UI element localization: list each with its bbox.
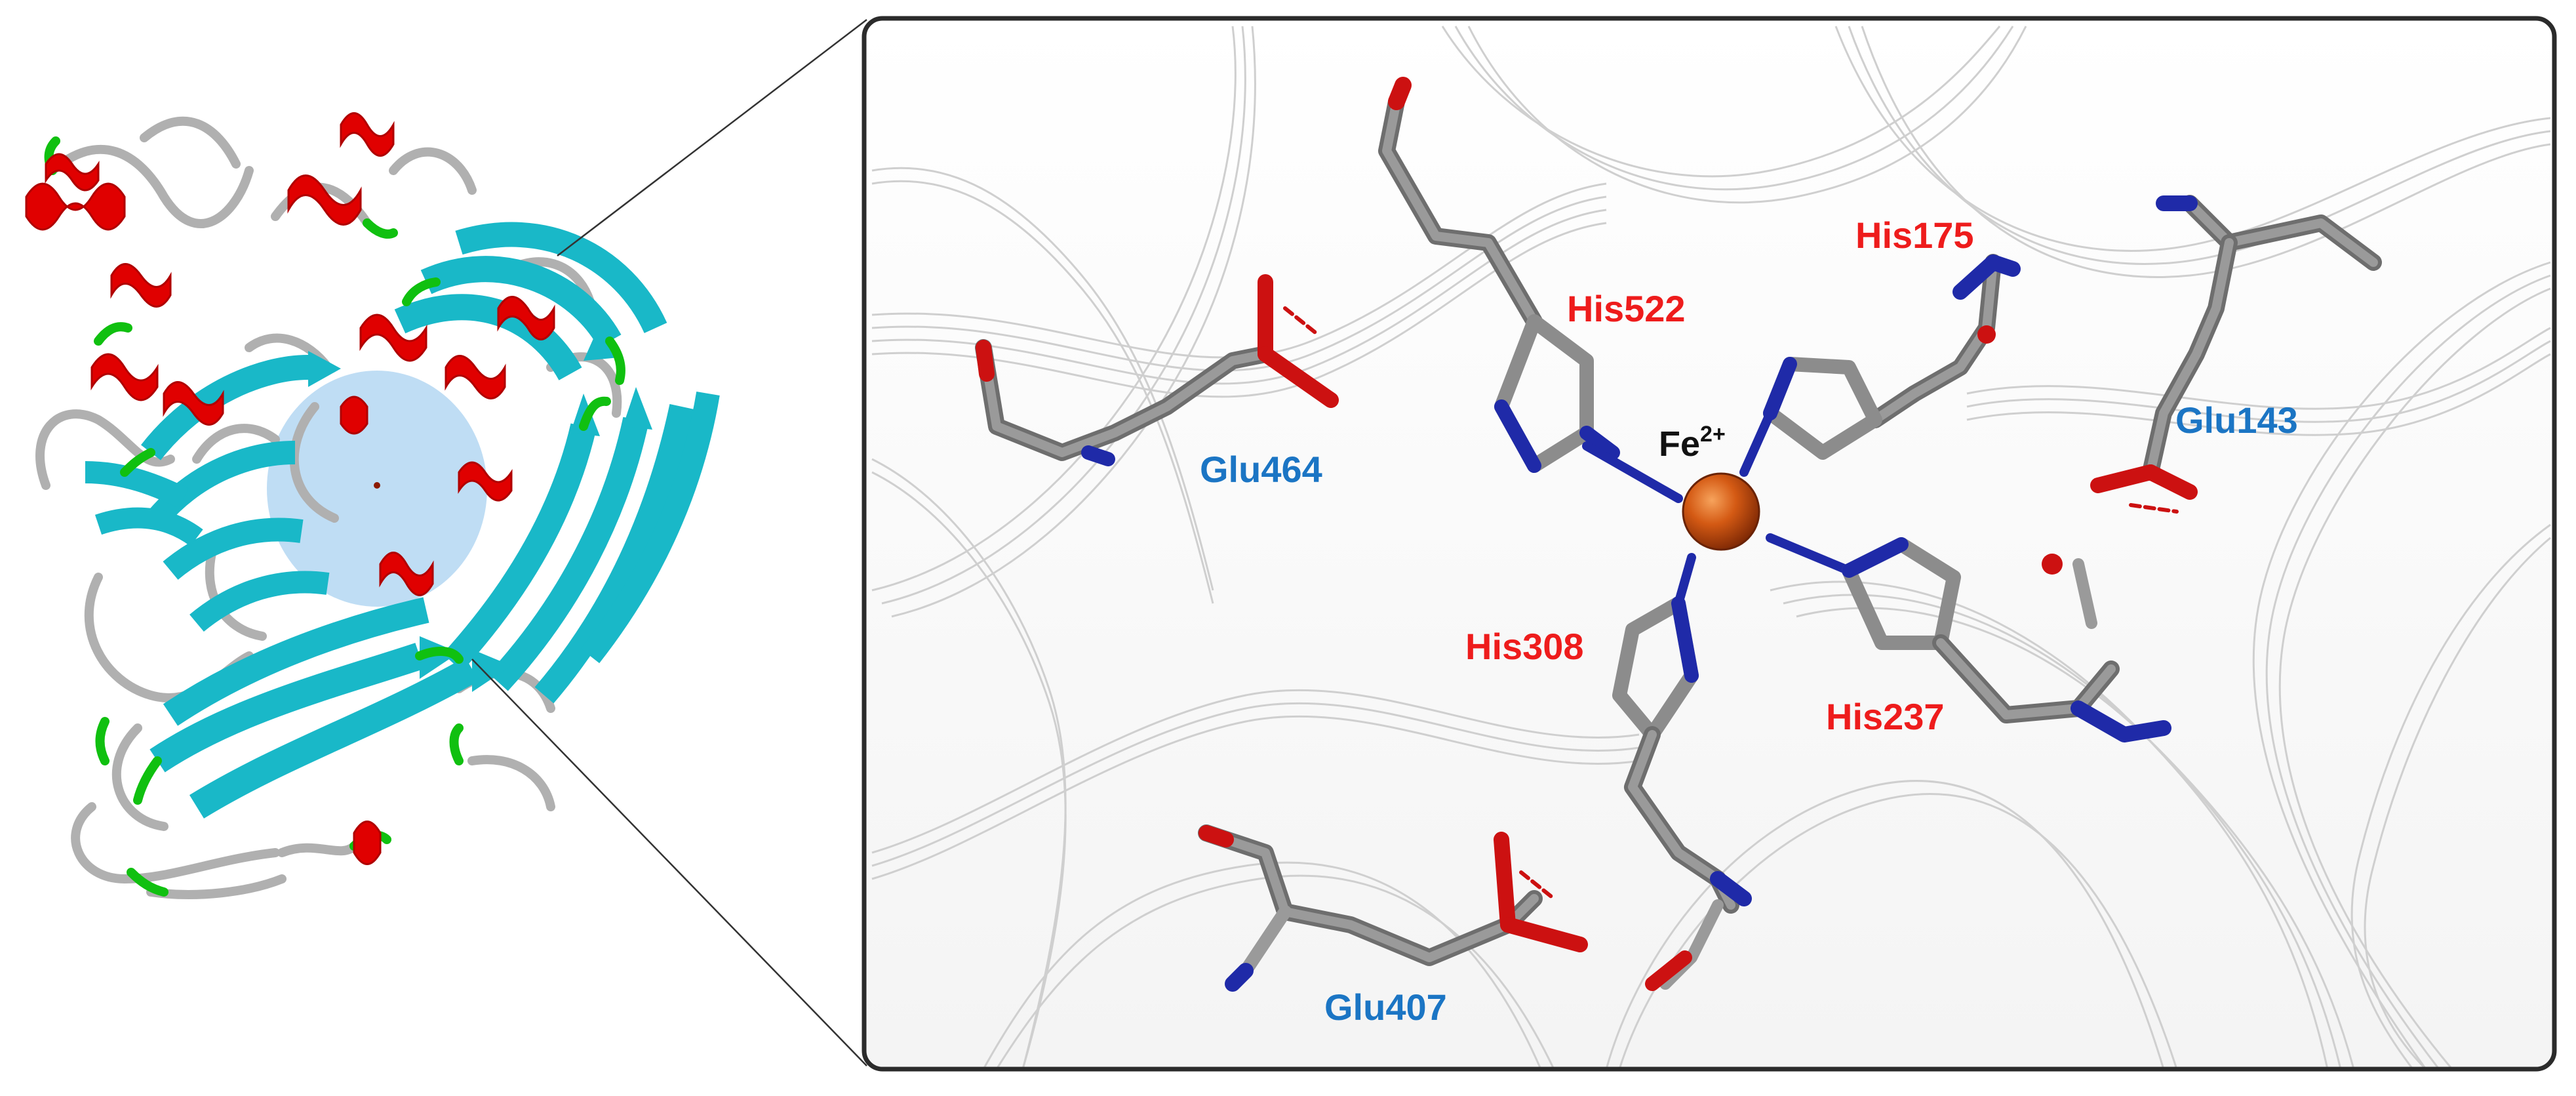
residue-his522 bbox=[1378, 77, 1683, 503]
residue-glu464 bbox=[975, 274, 1339, 466]
alpha-helices bbox=[25, 112, 555, 865]
label-his308: His308 bbox=[1465, 626, 1584, 667]
residue-sticks bbox=[975, 77, 2382, 992]
label-his175: His175 bbox=[1855, 214, 1974, 256]
residue-glu407 bbox=[1198, 824, 1588, 992]
label-his522: His522 bbox=[1567, 288, 1686, 329]
iron-ion bbox=[1682, 472, 1760, 551]
residue-glu143 bbox=[2090, 195, 2382, 514]
label-fe: Fe2+ bbox=[1659, 422, 1726, 464]
turns bbox=[44, 136, 625, 897]
label-glu464: Glu464 bbox=[1200, 449, 1322, 490]
residue-his308 bbox=[1612, 553, 1752, 991]
label-his237: His237 bbox=[1826, 696, 1945, 737]
active-site-panel: Fe2+ His522 His175 His308 His237 Glu464 … bbox=[862, 16, 2557, 1072]
label-glu143: Glu143 bbox=[2175, 399, 2298, 441]
overview-iron-dot bbox=[374, 482, 380, 489]
panel-border bbox=[862, 16, 2557, 1072]
protein-overview bbox=[25, 112, 720, 899]
residue-his237 bbox=[1766, 533, 2171, 742]
residue-his175 bbox=[1739, 254, 2021, 477]
label-glu407: Glu407 bbox=[1324, 986, 1447, 1028]
residue-labels: Fe2+ His522 His175 His308 His237 Glu464 … bbox=[1200, 214, 2298, 1028]
his522-ring bbox=[1494, 314, 1594, 473]
zoom-lines bbox=[471, 19, 867, 1066]
beta-sheets bbox=[85, 222, 720, 819]
